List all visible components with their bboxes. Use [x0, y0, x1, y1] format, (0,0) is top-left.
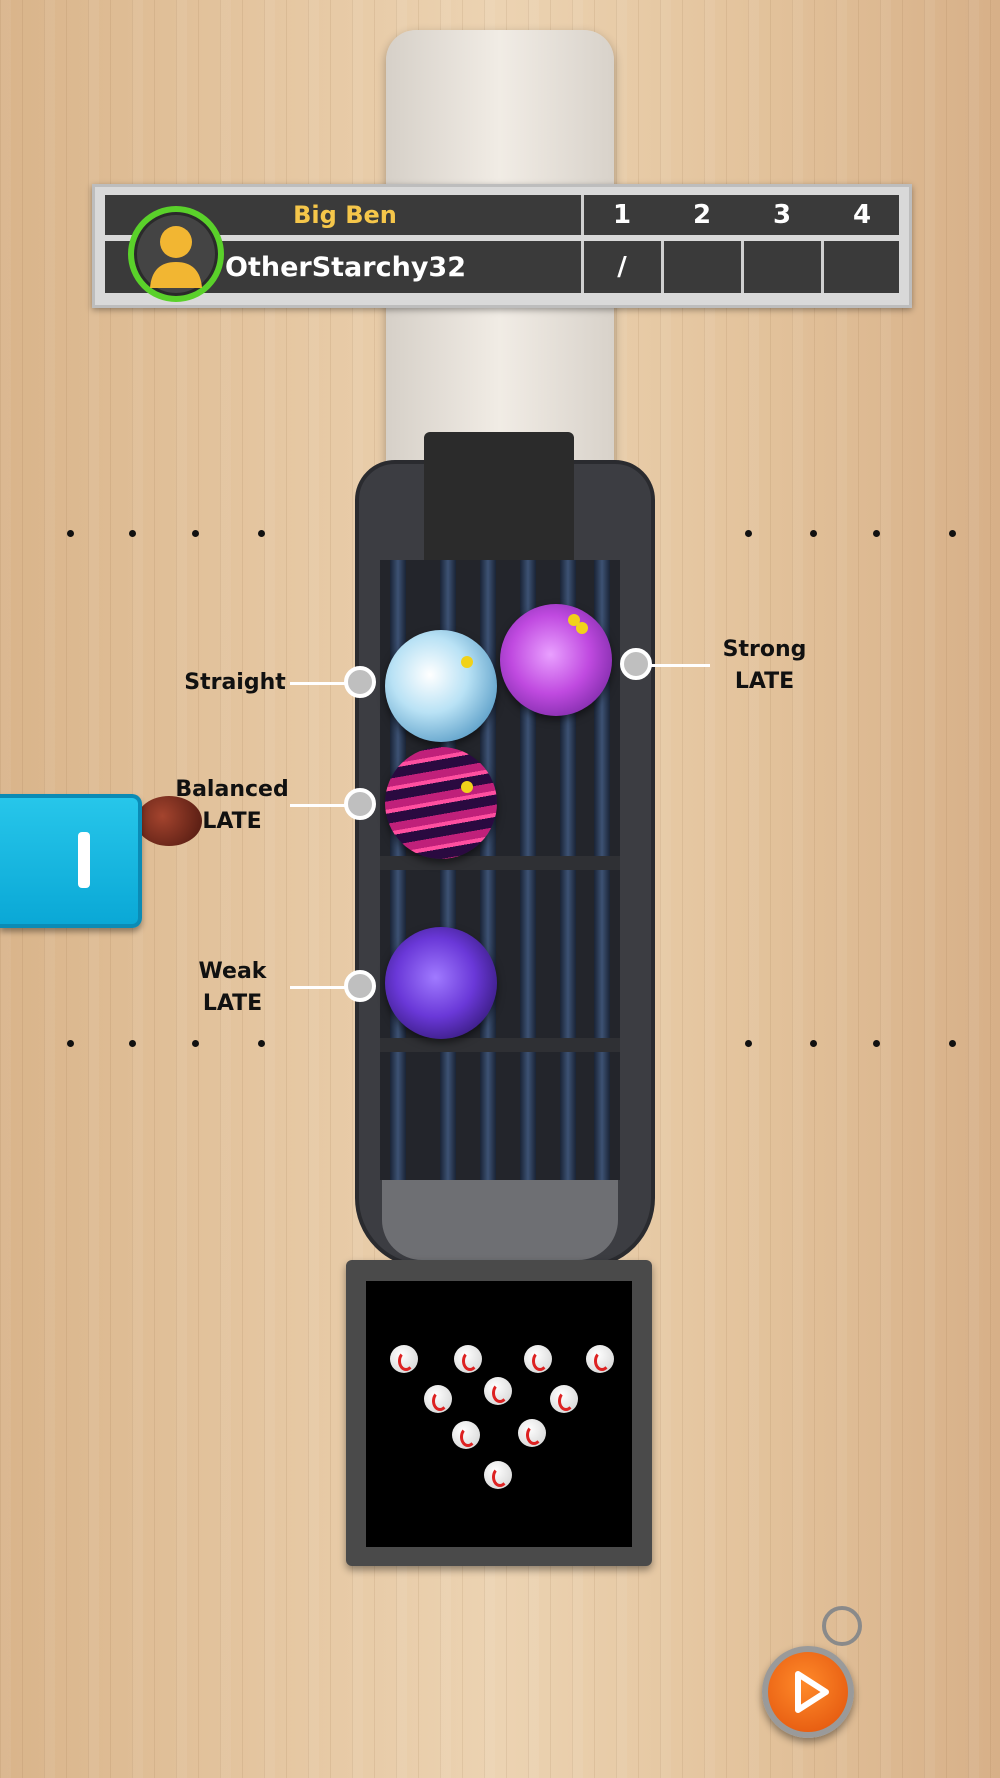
frame-header-4: 4 [852, 200, 872, 230]
label-straight: Straight [180, 667, 290, 699]
connector-straight [290, 682, 350, 685]
label-strong-late: Strong LATE [712, 634, 817, 698]
frame-score-2 [661, 241, 740, 293]
pin-4 [424, 1385, 452, 1413]
player-avatar[interactable] [128, 206, 224, 302]
bowler-name: Big Ben [293, 201, 397, 229]
ball-return-base [382, 1180, 618, 1260]
connector-strong [648, 664, 710, 667]
pin-8 [454, 1345, 482, 1373]
label-balanced-line1: Balanced [175, 777, 289, 802]
label-straight-text: Straight [184, 670, 286, 695]
pin-9 [524, 1345, 552, 1373]
label-strong-line2: LATE [734, 669, 795, 694]
scoreboard-header-row: Big Ben 1 2 3 4 [105, 195, 899, 235]
pin-3 [518, 1419, 546, 1447]
label-strong-line1: Strong [722, 637, 807, 662]
play-icon [795, 1671, 829, 1713]
ball-weak-late[interactable] [385, 927, 497, 1039]
ball-strong-late[interactable] [500, 604, 612, 716]
label-balanced-line2: LATE [202, 809, 262, 834]
frame-score-4 [821, 241, 900, 293]
frame-score-1: / [581, 241, 660, 293]
label-balanced-late: Balanced LATE [172, 774, 292, 838]
frame-score-3 [741, 241, 820, 293]
pin-1 [484, 1461, 512, 1489]
pin-6 [550, 1385, 578, 1413]
stopwatch-icon [822, 1606, 862, 1646]
ball-return-mouth [424, 432, 574, 572]
connector-balanced [290, 804, 350, 807]
knob-weak [344, 970, 376, 1002]
scoreboard: Big Ben 1 2 3 4 OtherStarchy32 / [92, 184, 912, 308]
pin-2 [452, 1421, 480, 1449]
pin-5 [484, 1377, 512, 1405]
play-button[interactable] [762, 1646, 854, 1738]
pin-7 [390, 1345, 418, 1373]
bowling-shoe [136, 796, 202, 846]
frame-header-3: 3 [772, 200, 792, 230]
knob-strong [620, 648, 652, 680]
knob-straight [344, 666, 376, 698]
left-menu-button[interactable] [0, 794, 142, 928]
pin-display [366, 1281, 632, 1547]
ball-balanced-late[interactable] [385, 747, 497, 859]
pause-bar-icon [78, 832, 90, 888]
connector-weak [290, 986, 350, 989]
scoreboard-player-row: OtherStarchy32 / [105, 241, 899, 293]
knob-balanced [344, 788, 376, 820]
pin-10 [586, 1345, 614, 1373]
label-weak-late: Weak LATE [180, 956, 285, 1020]
frame-header-2: 2 [692, 200, 712, 230]
frame-header-1: 1 [581, 195, 660, 235]
label-weak-line2: LATE [202, 991, 263, 1016]
player-name: OtherStarchy32 [225, 251, 466, 283]
person-icon [150, 226, 202, 288]
label-weak-line1: Weak [198, 959, 267, 984]
ball-straight[interactable] [385, 630, 497, 742]
